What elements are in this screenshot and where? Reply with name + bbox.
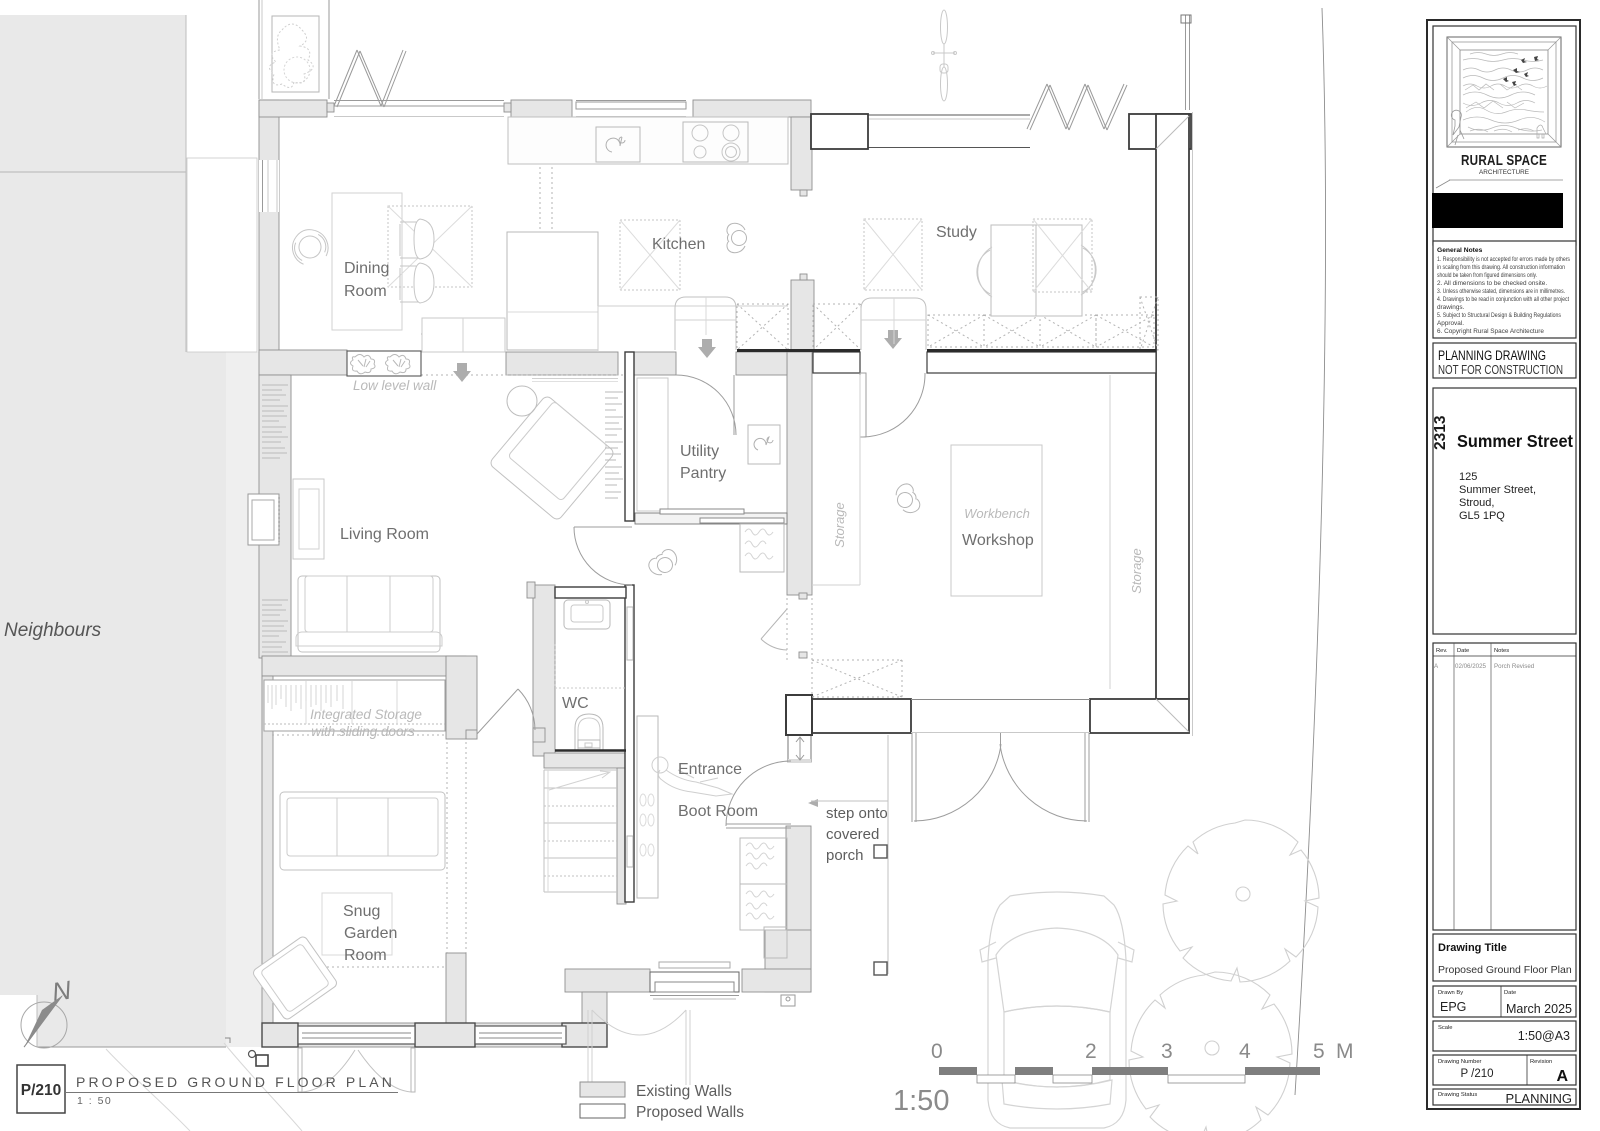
- svg-text:Proposed Walls: Proposed Walls: [636, 1104, 744, 1121]
- svg-text:1 : 50: 1 : 50: [77, 1095, 112, 1107]
- svg-text:Notes: Notes: [1494, 648, 1509, 654]
- svg-text:Drawing Title: Drawing Title: [1438, 942, 1507, 954]
- svg-text:Boot Room: Boot Room: [678, 803, 758, 820]
- svg-text:GL5 1PQ: GL5 1PQ: [1459, 510, 1505, 522]
- svg-text:Stroud,: Stroud,: [1459, 497, 1494, 509]
- svg-text:Dining: Dining: [344, 260, 389, 277]
- svg-text:step onto: step onto: [826, 805, 888, 822]
- svg-text:Approval.: Approval.: [1437, 320, 1464, 327]
- svg-text:Storage: Storage: [832, 502, 847, 548]
- svg-text:General Notes: General Notes: [1437, 247, 1483, 254]
- svg-text:EPG: EPG: [1440, 1000, 1466, 1014]
- svg-text:Drawn By: Drawn By: [1438, 990, 1463, 996]
- svg-text:Pantry: Pantry: [680, 465, 726, 482]
- svg-text:Summer Street: Summer Street: [1457, 431, 1573, 451]
- svg-text:Utility: Utility: [680, 443, 719, 460]
- svg-text:PLANNING DRAWING: PLANNING DRAWING: [1438, 348, 1546, 363]
- svg-text:2. All dimensions to be checke: 2. All dimensions to be checked onsite.: [1437, 280, 1547, 287]
- svg-text:2313: 2313: [1432, 415, 1449, 450]
- svg-text:drawings.: drawings.: [1437, 304, 1465, 311]
- svg-text:Proposed Ground Floor Plan: Proposed Ground Floor Plan: [1438, 964, 1572, 976]
- svg-text:A: A: [1556, 1068, 1568, 1085]
- svg-text:5: 5: [1313, 1040, 1325, 1063]
- svg-text:porch: porch: [826, 847, 864, 864]
- svg-text:Scale: Scale: [1438, 1025, 1453, 1031]
- svg-text:6. Copyright Rural Space Archi: 6. Copyright Rural Space Architecture: [1437, 328, 1544, 335]
- svg-text:should be taken from figured d: should be taken from figured dimensions …: [1437, 272, 1537, 279]
- svg-text:N: N: [50, 975, 73, 1007]
- svg-text:Room: Room: [344, 283, 387, 300]
- svg-text:Summer Street,: Summer Street,: [1459, 484, 1536, 496]
- svg-text:Drawing Status: Drawing Status: [1438, 1092, 1477, 1098]
- svg-text:2: 2: [1085, 1040, 1097, 1063]
- svg-text:Drawing Number: Drawing Number: [1438, 1059, 1482, 1065]
- svg-text:Integrated Storage: Integrated Storage: [310, 707, 422, 722]
- svg-text:125: 125: [1459, 471, 1477, 483]
- svg-text:ARCHITECTURE: ARCHITECTURE: [1479, 169, 1530, 176]
- svg-text:Storage: Storage: [1129, 548, 1144, 594]
- svg-text:Neighbours: Neighbours: [4, 620, 102, 641]
- svg-text:with sliding doors: with sliding doors: [311, 724, 415, 739]
- svg-text:3: 3: [1161, 1040, 1173, 1063]
- svg-text:M: M: [1336, 1040, 1354, 1063]
- svg-text:Date: Date: [1457, 648, 1469, 654]
- svg-text:3. Unless otherwise stated, di: 3. Unless otherwise stated, dimensions a…: [1437, 288, 1565, 295]
- svg-text:Entrance: Entrance: [678, 761, 742, 778]
- svg-text:Room: Room: [344, 947, 387, 964]
- svg-text:1. Responsibility is not accep: 1. Responsibility is not accepted for er…: [1437, 256, 1570, 263]
- svg-text:PLANNING: PLANNING: [1506, 1091, 1572, 1106]
- svg-text:Workbench: Workbench: [964, 506, 1030, 521]
- svg-text:P/210: P/210: [21, 1082, 62, 1099]
- svg-text:Existing Walls: Existing Walls: [636, 1083, 732, 1100]
- svg-text:4: 4: [1239, 1040, 1251, 1063]
- svg-text:P /210: P /210: [1460, 1068, 1493, 1080]
- svg-text:4. Drawings to be read in conj: 4. Drawings to be read in conjunction wi…: [1437, 296, 1569, 303]
- svg-text:Rev.: Rev.: [1436, 648, 1448, 654]
- svg-text:NOT FOR CONSTRUCTION: NOT FOR CONSTRUCTION: [1438, 363, 1563, 377]
- svg-text:Porch Revised: Porch Revised: [1494, 663, 1535, 670]
- svg-text:5. Subject to Structural Desi: 5. Subject to Structural Design & Buildi…: [1437, 312, 1561, 319]
- svg-text:March 2025: March 2025: [1506, 1002, 1572, 1016]
- svg-text:Workshop: Workshop: [962, 532, 1034, 549]
- svg-text:Revision: Revision: [1530, 1059, 1552, 1065]
- svg-text:RURAL SPACE: RURAL SPACE: [1461, 153, 1547, 169]
- svg-text:Low level wall: Low level wall: [353, 378, 437, 393]
- svg-text:Study: Study: [936, 224, 977, 241]
- svg-text:Kitchen: Kitchen: [652, 236, 705, 253]
- svg-text:covered: covered: [826, 826, 879, 843]
- svg-text:Living Room: Living Room: [340, 526, 429, 543]
- svg-text:A: A: [1434, 663, 1439, 670]
- svg-text:Date: Date: [1504, 990, 1516, 996]
- svg-text:Snug: Snug: [343, 903, 380, 920]
- svg-text:in scaling from this drawing.: in scaling from this drawing. All constr…: [1437, 264, 1565, 271]
- svg-text:0: 0: [931, 1040, 943, 1063]
- svg-text:02/06/2025: 02/06/2025: [1455, 663, 1487, 670]
- svg-text:WC: WC: [562, 695, 589, 712]
- svg-text:Garden: Garden: [344, 925, 397, 942]
- svg-text:PROPOSED GROUND FLOOR PLAN: PROPOSED GROUND FLOOR PLAN: [76, 1074, 396, 1090]
- svg-text:1:50@A3: 1:50@A3: [1518, 1029, 1570, 1043]
- svg-text:1:50: 1:50: [893, 1085, 949, 1117]
